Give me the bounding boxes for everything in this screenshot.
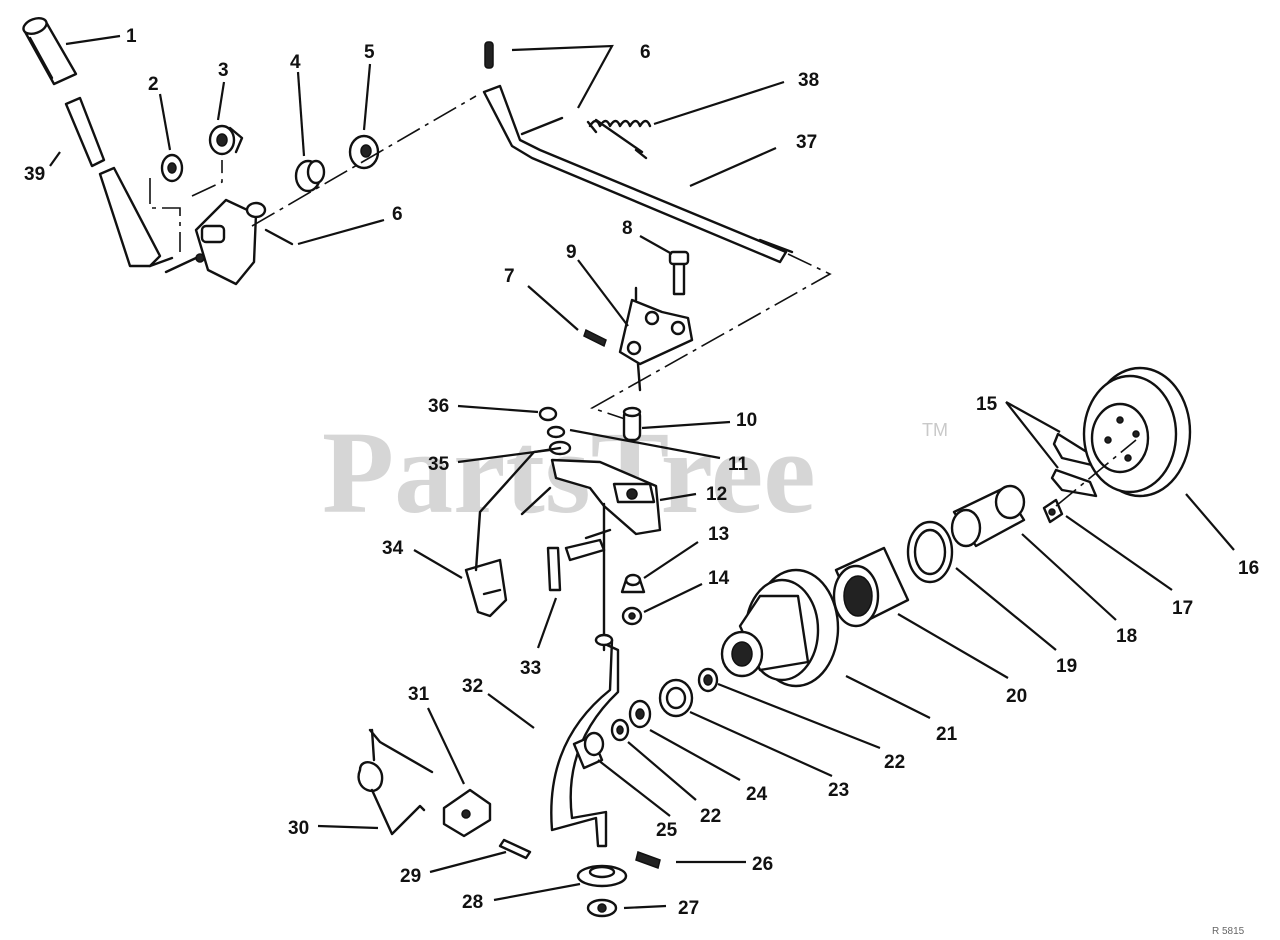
- part-18-sleeve: [950, 484, 1026, 548]
- callout-6-lower: 6: [392, 204, 403, 225]
- part-32-shift-lever: [550, 633, 620, 848]
- part-8-bolt: [668, 250, 690, 296]
- part-4-bushing: [294, 159, 326, 193]
- part-21-pulley-hub: [720, 568, 840, 688]
- part-6-pins: [264, 41, 564, 246]
- callout-19: 19: [1056, 656, 1077, 677]
- callout-25: 25: [656, 820, 678, 841]
- callout-10: 10: [736, 410, 757, 431]
- callout-22-lower: 22: [700, 806, 721, 827]
- part-11-washer: [546, 425, 566, 439]
- callout-21: 21: [936, 724, 958, 745]
- assembly-line-17: [1055, 439, 1137, 507]
- callout-23: 23: [828, 780, 849, 801]
- callout-2: 2: [148, 74, 159, 95]
- callout-37: 37: [796, 132, 817, 153]
- part-25-collar: [572, 731, 605, 770]
- watermark-trademark: TM: [922, 420, 948, 440]
- drawing-reference: R 5815: [1212, 926, 1245, 937]
- part-22-washer-upper: [697, 667, 719, 693]
- part-22-washer-lower: [610, 718, 630, 742]
- callout-11: 11: [728, 454, 749, 475]
- callout-32: 32: [462, 676, 483, 697]
- assembly-line-3: [191, 160, 223, 197]
- callout-8: 8: [622, 218, 633, 239]
- part-30-spring: [357, 728, 434, 836]
- callout-26: 26: [752, 854, 773, 875]
- callout-9: 9: [566, 242, 577, 263]
- callout-20: 20: [1006, 686, 1027, 707]
- callout-18: 18: [1116, 626, 1137, 647]
- part-37-control-rod: [482, 84, 832, 421]
- assembly-line-2: [149, 178, 181, 252]
- part-12-mounting-bracket: [550, 458, 662, 652]
- callout-6-top: 6: [640, 42, 651, 63]
- callout-35: 35: [428, 454, 450, 475]
- callout-27: 27: [678, 898, 699, 919]
- part-39-lever-rod: [64, 96, 174, 268]
- callout-14: 14: [708, 568, 730, 589]
- part-13-cap: [620, 573, 646, 594]
- callout-16: 16: [1238, 558, 1259, 579]
- callout-36: 36: [428, 396, 449, 417]
- callout-3: 3: [218, 60, 229, 81]
- callout-17: 17: [1172, 598, 1193, 619]
- lever-bracket: [164, 198, 267, 286]
- callout-30: 30: [288, 818, 309, 839]
- part-16-drive-pulley: [1082, 366, 1192, 498]
- callout-34: 34: [382, 538, 404, 559]
- callout-13: 13: [708, 524, 729, 545]
- part-33-bolt: [546, 528, 612, 592]
- callout-33: 33: [520, 658, 541, 679]
- part-10-pivot: [622, 406, 642, 442]
- part-28-spacer: [576, 864, 628, 888]
- callout-15: 15: [976, 394, 998, 415]
- callout-38: 38: [798, 70, 819, 91]
- part-34-clip: [464, 446, 562, 618]
- callout-24: 24: [746, 784, 768, 805]
- callout-28: 28: [462, 892, 483, 913]
- part-19-ring: [906, 520, 954, 584]
- part-3-nut: [208, 124, 244, 156]
- part-23-bearing: [658, 678, 694, 718]
- callout-39: 39: [24, 164, 45, 185]
- callout-1: 1: [126, 26, 137, 47]
- part-20-bearing: [832, 546, 910, 628]
- callout-12: 12: [706, 484, 727, 505]
- callout-22-upper: 22: [884, 752, 905, 773]
- part-9-bracket-plate: [618, 286, 694, 392]
- part-1-handle-grip: [22, 17, 78, 86]
- part-38-spring: [586, 118, 652, 160]
- callout-31: 31: [408, 684, 430, 705]
- callout-29: 29: [400, 866, 421, 887]
- part-24-washer: [628, 699, 652, 729]
- callout-4: 4: [290, 52, 301, 73]
- part-2-nut: [160, 153, 184, 183]
- part-31-bracket: [442, 788, 492, 838]
- part-14-nut: [621, 606, 643, 626]
- part-26-pin: [635, 851, 661, 869]
- callout-7: 7: [504, 266, 515, 287]
- part-36-washer: [538, 406, 558, 422]
- part-7-pin: [583, 328, 607, 348]
- part-5-washer: [348, 134, 380, 170]
- part-27-nut: [586, 898, 618, 918]
- callout-5: 5: [364, 42, 375, 63]
- assembly-line-shaft: [251, 95, 477, 227]
- callout-numbers: 1 2 3 4 5 6 6 7 8 9 10 11 12 13 14 15 16…: [24, 26, 1259, 919]
- part-29-pin: [498, 838, 532, 860]
- leader-lines: [49, 34, 1235, 910]
